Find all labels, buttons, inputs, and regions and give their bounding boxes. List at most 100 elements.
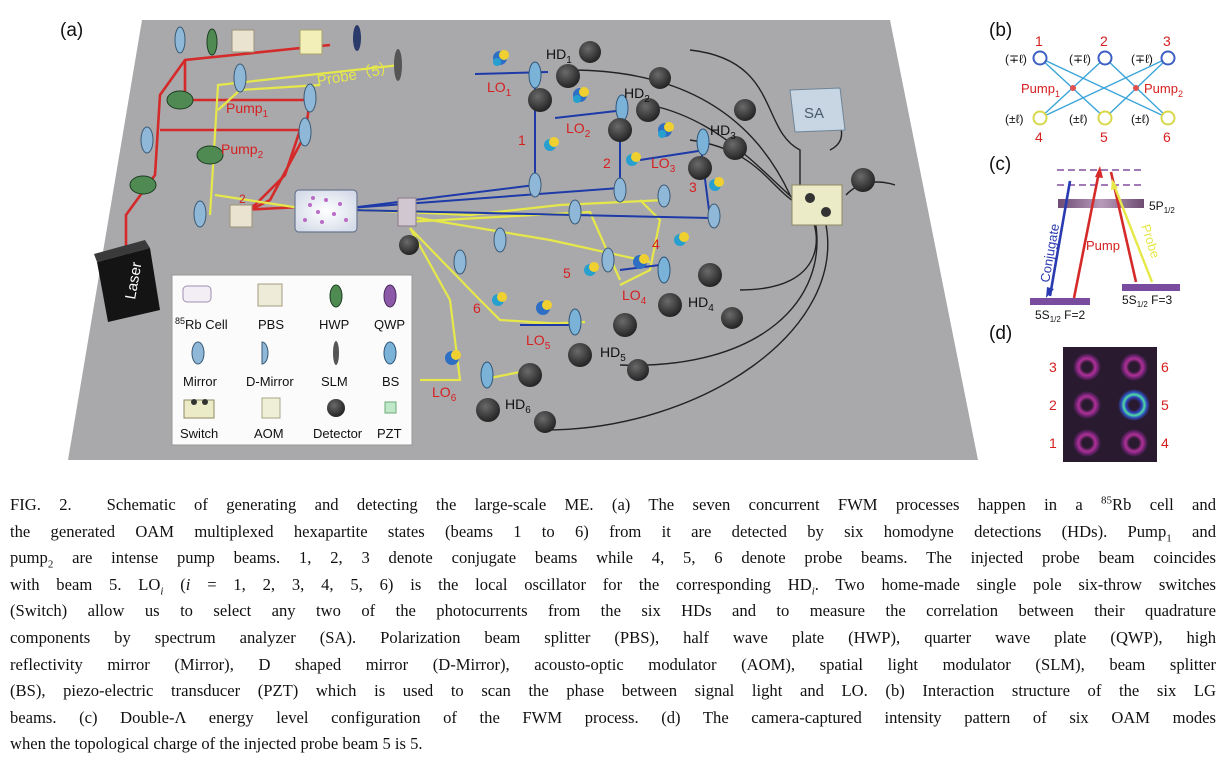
component-legend: 85Rb Cell PBS HWP QWP Mirror D-Mirror SL…	[171, 274, 413, 446]
panel-c-energy-levels: 5P1/2 5S1/2 F=2 5S1/2 F=3 Conjugate Pump…	[1030, 166, 1180, 324]
lo6-label: LO6	[432, 384, 457, 404]
mode-1-label: 1	[1049, 435, 1057, 451]
hd4-label: HD4	[688, 294, 714, 314]
hd3-label: HD3	[710, 122, 736, 142]
conjugate-arrow	[1048, 180, 1072, 297]
lo3-label: LO3	[651, 155, 676, 175]
pump-label: Pump	[1086, 238, 1120, 253]
slm	[394, 49, 402, 81]
beam-marker-label: 2	[239, 192, 246, 206]
node-2	[1097, 50, 1113, 66]
caption-line: reflectivity mirror (Mirror), D shaped m…	[10, 654, 1216, 674]
node-1-label: 1	[1035, 33, 1043, 49]
excited-level	[1058, 199, 1144, 208]
legend-slm: SLM	[321, 374, 348, 389]
laser-label: Laser	[122, 261, 145, 301]
beam-number-3: 3	[689, 179, 697, 195]
caption-line: (Switch) allow us to select any two of t…	[10, 601, 1216, 621]
mode-1-ring	[1073, 429, 1101, 457]
legend-switch: Switch	[180, 426, 218, 441]
node-2-charge: (∓ℓ)	[1069, 52, 1091, 66]
lo1-label: LO1	[487, 79, 512, 99]
hd1-label: HD1	[546, 46, 572, 66]
hd5-label: HD5	[600, 344, 626, 364]
beam-number-2: 2	[603, 155, 611, 171]
caption-line: beams. (c) Double-Λ energy level configu…	[10, 707, 1216, 727]
mode-2-label: 2	[1049, 397, 1057, 413]
panel-d-label: (d)	[989, 323, 1012, 344]
switch-box	[791, 184, 843, 226]
mode-6-label: 6	[1161, 359, 1169, 375]
legend-hwp: HWP	[319, 317, 349, 332]
node-6	[1160, 110, 1176, 126]
node-1-charge: (∓ℓ)	[1005, 52, 1027, 66]
mode-4-ring	[1120, 429, 1148, 457]
legend-pbs: PBS	[258, 317, 284, 332]
node-6-label: 6	[1163, 129, 1171, 145]
pump1-vertex	[1070, 85, 1076, 91]
optics	[129, 25, 721, 389]
figure-2-schematic: (a) (b) (c) (d)	[60, 20, 1183, 462]
legend-pzt: PZT	[377, 426, 402, 441]
sa-label: SA	[804, 105, 824, 122]
lo4-label: LO4	[622, 287, 647, 307]
caption-line: (BS), piezo-electric transducer (PZT) wh…	[10, 681, 1216, 701]
ground-level-f3	[1122, 284, 1180, 291]
node-5	[1097, 110, 1113, 126]
beam-number-1: 1	[518, 132, 526, 148]
node-6-charge: (±ℓ)	[1131, 112, 1149, 126]
legend-qwp: QWP	[374, 317, 405, 332]
node-2-label: 2	[1100, 33, 1108, 49]
rb-cell	[294, 189, 358, 233]
panel-b-pump1: Pump1	[1021, 81, 1060, 99]
node-3-label: 3	[1163, 33, 1171, 49]
lo2-label: LO2	[566, 120, 591, 140]
caption-line: when the topological charge of the injec…	[10, 734, 423, 754]
caption-line: the generated OAM multiplexed hexapartit…	[10, 521, 1217, 544]
mode-5-ring	[1118, 389, 1150, 421]
node-4	[1032, 110, 1048, 126]
legend-bs: BS	[382, 374, 400, 389]
figure-caption: FIG. 2. Schematic of generating and dete…	[10, 492, 1216, 758]
caption-line: FIG. 2. Schematic of generating and dete…	[10, 494, 1216, 514]
legend-rb-cell: 85Rb Cell	[175, 316, 228, 332]
mode-2-ring	[1073, 391, 1101, 419]
beam-number-5: 5	[563, 265, 571, 281]
ground-f2-label: 5S1/2 F=2	[1035, 308, 1085, 324]
laser: Laser	[94, 240, 160, 322]
panel-c-label: (c)	[989, 154, 1011, 175]
probe-arrow	[1112, 184, 1154, 283]
panel-d-camera-image: 3 2 1 6 5 4	[1049, 347, 1169, 462]
legend-aom: AOM	[254, 426, 284, 441]
spectrum-analyzer: SA	[789, 87, 846, 133]
node-5-label: 5	[1100, 129, 1108, 145]
node-5-charge: (±ℓ)	[1069, 112, 1087, 126]
ground-level-f2	[1030, 298, 1090, 305]
node-4-label: 4	[1035, 129, 1043, 145]
hd6-label: HD6	[505, 396, 531, 416]
mode-5-label: 5	[1161, 397, 1169, 413]
oam-mode-icons	[445, 50, 724, 365]
pump1-label: Pump1	[226, 100, 269, 120]
beam-number-6: 6	[473, 300, 481, 316]
mode-3-label: 3	[1049, 359, 1057, 375]
panel-b-label: (b)	[989, 20, 1012, 41]
lo5-label: LO5	[526, 332, 551, 352]
mode-4-label: 4	[1161, 435, 1169, 451]
legend-detector: Detector	[313, 426, 363, 441]
pump2-label: Pump2	[221, 141, 264, 161]
mode-6-ring	[1120, 353, 1148, 381]
hd2-label: HD2	[624, 85, 650, 105]
detectors	[476, 41, 875, 433]
pump-arrow-up	[1072, 171, 1101, 299]
panel-b-pump2: Pump2	[1144, 81, 1183, 99]
legend-d-mirror: D-Mirror	[246, 374, 294, 389]
caption-line: components by spectrum analyzer (SA). Po…	[10, 627, 1216, 647]
legend-mirror: Mirror	[183, 374, 218, 389]
ground-f3-label: 5S1/2 F=3	[1122, 293, 1172, 309]
node-4-charge: (±ℓ)	[1005, 112, 1023, 126]
beam-number-4: 4	[652, 236, 660, 252]
caption-line: pump2 are intense pump beams. 1, 2, 3 de…	[10, 548, 1216, 571]
node-3	[1160, 50, 1176, 66]
caption-line: with beam 5. LOi (i = 1, 2, 3, 4, 5, 6) …	[10, 574, 1216, 598]
